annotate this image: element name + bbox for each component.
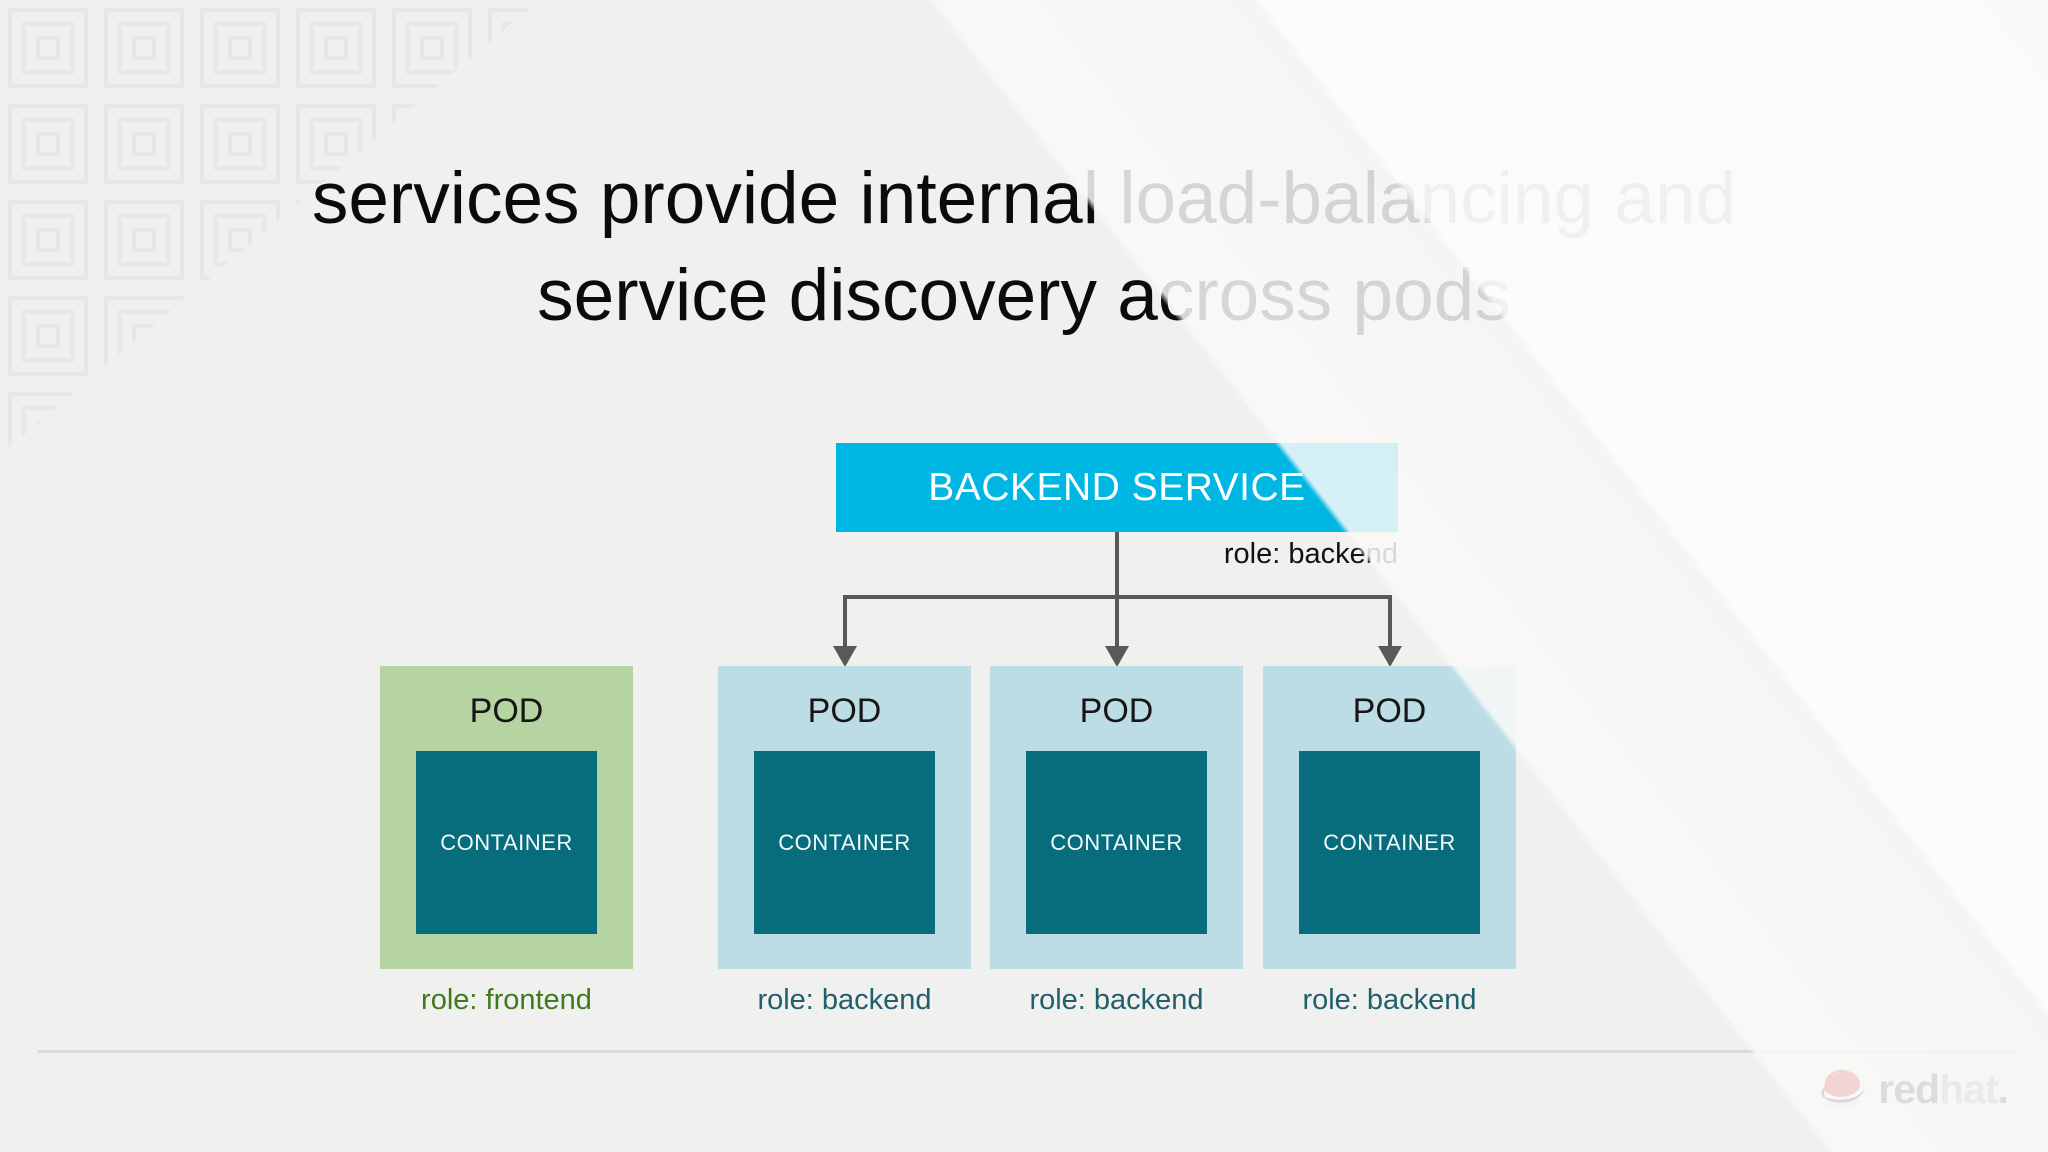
pod-backend-3: POD CONTAINER role: backend — [1263, 666, 1516, 1017]
container-box: CONTAINER — [1299, 751, 1480, 934]
pod-title: POD — [1079, 692, 1154, 730]
pod-backend-2: POD CONTAINER role: backend — [990, 666, 1243, 1017]
slide-title-line2: service discovery across pods — [537, 255, 1511, 336]
brand-period-text: . — [1997, 1065, 2009, 1112]
service-selector-label: role: backend — [1223, 538, 1398, 570]
footer-divider — [38, 1050, 2016, 1053]
pod-backend-1: POD CONTAINER role: backend — [718, 666, 971, 1017]
container-label: CONTAINER — [440, 829, 573, 855]
arrowhead-icon — [1378, 646, 1402, 667]
pod-box: POD CONTAINER — [1263, 666, 1516, 969]
slide-title-line1: services provide internal load-balancing… — [311, 158, 1737, 239]
pod-title: POD — [1352, 692, 1427, 730]
pod-role-label: role: backend — [1302, 984, 1477, 1016]
redhat-hat-icon — [1820, 1069, 1866, 1109]
brand-hat-text: hat — [1939, 1065, 1998, 1112]
brand-red-text: red — [1878, 1065, 1940, 1112]
pod-box: POD CONTAINER — [990, 666, 1243, 969]
redhat-wordmark: redhat. — [1878, 1065, 2009, 1113]
backend-service-label: BACKEND SERVICE — [928, 465, 1306, 509]
backend-service-box: BACKEND SERVICE — [836, 443, 1398, 532]
slide-title: services provide internal load-balancing… — [0, 150, 2048, 344]
container-label: CONTAINER — [1323, 829, 1456, 855]
container-label: CONTAINER — [1050, 829, 1183, 855]
pod-role-label: role: frontend — [421, 984, 592, 1016]
pod-frontend: POD CONTAINER role: frontend — [380, 666, 633, 1017]
redhat-logo: redhat. — [1814, 1064, 2009, 1114]
container-label: CONTAINER — [778, 829, 911, 855]
pod-role-label: role: backend — [1029, 984, 1204, 1016]
pod-role-label: role: backend — [757, 984, 932, 1016]
container-box: CONTAINER — [754, 751, 935, 934]
arrowhead-icon — [833, 646, 857, 667]
container-box: CONTAINER — [1026, 751, 1207, 934]
arrowhead-icon — [1105, 646, 1129, 667]
pod-title: POD — [807, 692, 882, 730]
pod-box: POD CONTAINER — [718, 666, 971, 969]
container-box: CONTAINER — [416, 751, 597, 934]
pod-title: POD — [469, 692, 544, 730]
pod-box: POD CONTAINER — [380, 666, 633, 969]
